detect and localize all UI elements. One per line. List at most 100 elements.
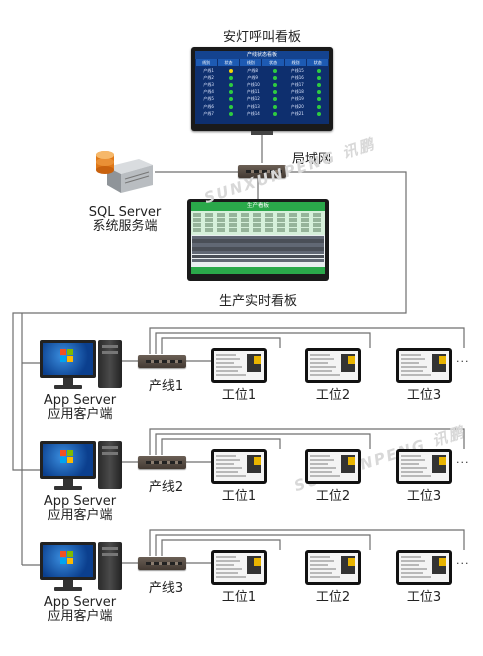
andon-header-cell: 状态	[262, 59, 284, 66]
wire-g3-c	[161, 539, 281, 556]
wire-g2-c	[161, 438, 281, 455]
andon-cell: 产线12	[240, 96, 284, 103]
pc-tower	[98, 340, 122, 388]
status-dot-icon	[228, 104, 233, 109]
workstation-terminal	[396, 348, 452, 383]
status-dot-icon	[317, 104, 322, 109]
status-dot-icon	[272, 68, 277, 73]
status-dot-icon	[317, 82, 322, 87]
andon-cell: 产线8	[240, 67, 284, 74]
pc-tower	[98, 441, 122, 489]
andon-header-cell: 状态	[217, 59, 240, 66]
andon-line-name: 产线9	[247, 74, 258, 80]
wire-g1-c	[161, 337, 281, 354]
status-dot-icon	[273, 90, 278, 95]
production-board-label: 生产实时看板	[218, 294, 297, 309]
workstation-terminal	[396, 550, 452, 585]
workstation-terminal	[305, 449, 361, 484]
wire-g2-a	[149, 428, 465, 455]
status-dot-icon	[273, 82, 278, 87]
andon-cell: 产线13	[240, 103, 284, 110]
more-ellipsis: ...	[456, 352, 470, 365]
andon-line-name: 产线15	[290, 67, 304, 73]
lan-label: 局域网	[292, 152, 332, 167]
status-dot-icon	[228, 90, 233, 95]
status-dot-icon	[317, 111, 322, 116]
status-dot-icon	[317, 97, 322, 102]
line-switch	[138, 557, 186, 570]
sql-server-sublabel: 系统服务端	[92, 219, 158, 234]
status-dot-icon	[228, 68, 233, 73]
andon-cell: 产线10	[240, 81, 284, 88]
app-client-label: 应用客户端	[47, 609, 113, 624]
workstation-label: 工位3	[406, 590, 442, 605]
sql-server-machine	[95, 147, 155, 195]
andon-line-name: 产线19	[290, 96, 304, 102]
workstation-label: 工位3	[406, 489, 442, 504]
andon-cell: 产线14	[240, 110, 284, 117]
monitor-stand	[251, 131, 273, 135]
wire-g1-b	[155, 332, 371, 354]
production-board-screen: 生产看板	[191, 202, 325, 274]
andon-board-label: 安灯呼叫看板	[222, 30, 301, 45]
andon-cell: 产线4	[196, 89, 240, 96]
sql-server-label: SQL Server	[88, 205, 162, 220]
status-dot-icon	[273, 111, 278, 116]
andon-line-name: 产线5	[203, 96, 214, 102]
andon-line-name: 产线6	[203, 103, 214, 109]
status-dot-icon	[272, 75, 277, 80]
andon-line-name: 产线8	[247, 67, 258, 73]
andon-cell: 产线2	[196, 74, 240, 81]
andon-line-name: 产线10	[246, 81, 260, 87]
andon-header-cell: 状态	[307, 59, 329, 66]
andon-cell: 产线17	[284, 81, 328, 88]
workstation-terminal	[211, 348, 267, 383]
workstation-terminal	[396, 449, 452, 484]
workstation-terminal	[305, 348, 361, 383]
andon-line-name: 产线18	[290, 89, 304, 95]
windows-logo-icon	[60, 349, 73, 362]
andon-line-name: 产线13	[246, 103, 260, 109]
andon-cell: 产线9	[240, 74, 284, 81]
andon-header-row: 线别 状态 线别 状态 线别 状态	[195, 59, 329, 66]
app-server-pc	[40, 441, 125, 493]
app-server-label: App Server	[43, 494, 117, 509]
app-server-pc	[40, 542, 125, 594]
andon-line-name: 产线20	[290, 103, 304, 109]
andon-line-name: 产线2	[203, 74, 214, 80]
andon-cell: 产线15	[284, 67, 328, 74]
andon-line-name: 产线17	[290, 81, 304, 87]
status-dot-icon	[317, 68, 322, 73]
pc-tower	[98, 542, 122, 590]
workstation-label: 工位1	[221, 590, 257, 605]
workstation-label: 工位1	[221, 489, 257, 504]
production-table	[191, 235, 325, 263]
app-server-pc	[40, 340, 125, 392]
app-server-label: App Server	[43, 393, 117, 408]
workstation-terminal	[305, 550, 361, 585]
production-info-panel	[191, 211, 325, 235]
andon-cell: 产线5	[196, 96, 240, 103]
app-client-label: 应用客户端	[47, 508, 113, 523]
app-server-label: App Server	[43, 595, 117, 610]
status-dot-icon	[273, 97, 278, 102]
wire-g3-a	[149, 529, 465, 556]
andon-cell: 产线18	[284, 89, 328, 96]
pc-monitor	[40, 340, 96, 378]
workstation-terminal	[211, 449, 267, 484]
andon-line-name: 产线3	[203, 81, 214, 87]
status-dot-icon	[228, 75, 233, 80]
workstation-label: 工位2	[315, 388, 351, 403]
andon-line-name: 产线16	[290, 74, 304, 80]
wire-g1-a	[149, 327, 465, 354]
windows-logo-icon	[60, 551, 73, 564]
wire-g3-b	[155, 534, 371, 556]
more-ellipsis: ...	[456, 453, 470, 466]
andon-cell: 产线6	[196, 103, 240, 110]
andon-line-name: 产线14	[246, 110, 260, 116]
workstation-label: 工位2	[315, 489, 351, 504]
andon-cell: 产线11	[240, 89, 284, 96]
